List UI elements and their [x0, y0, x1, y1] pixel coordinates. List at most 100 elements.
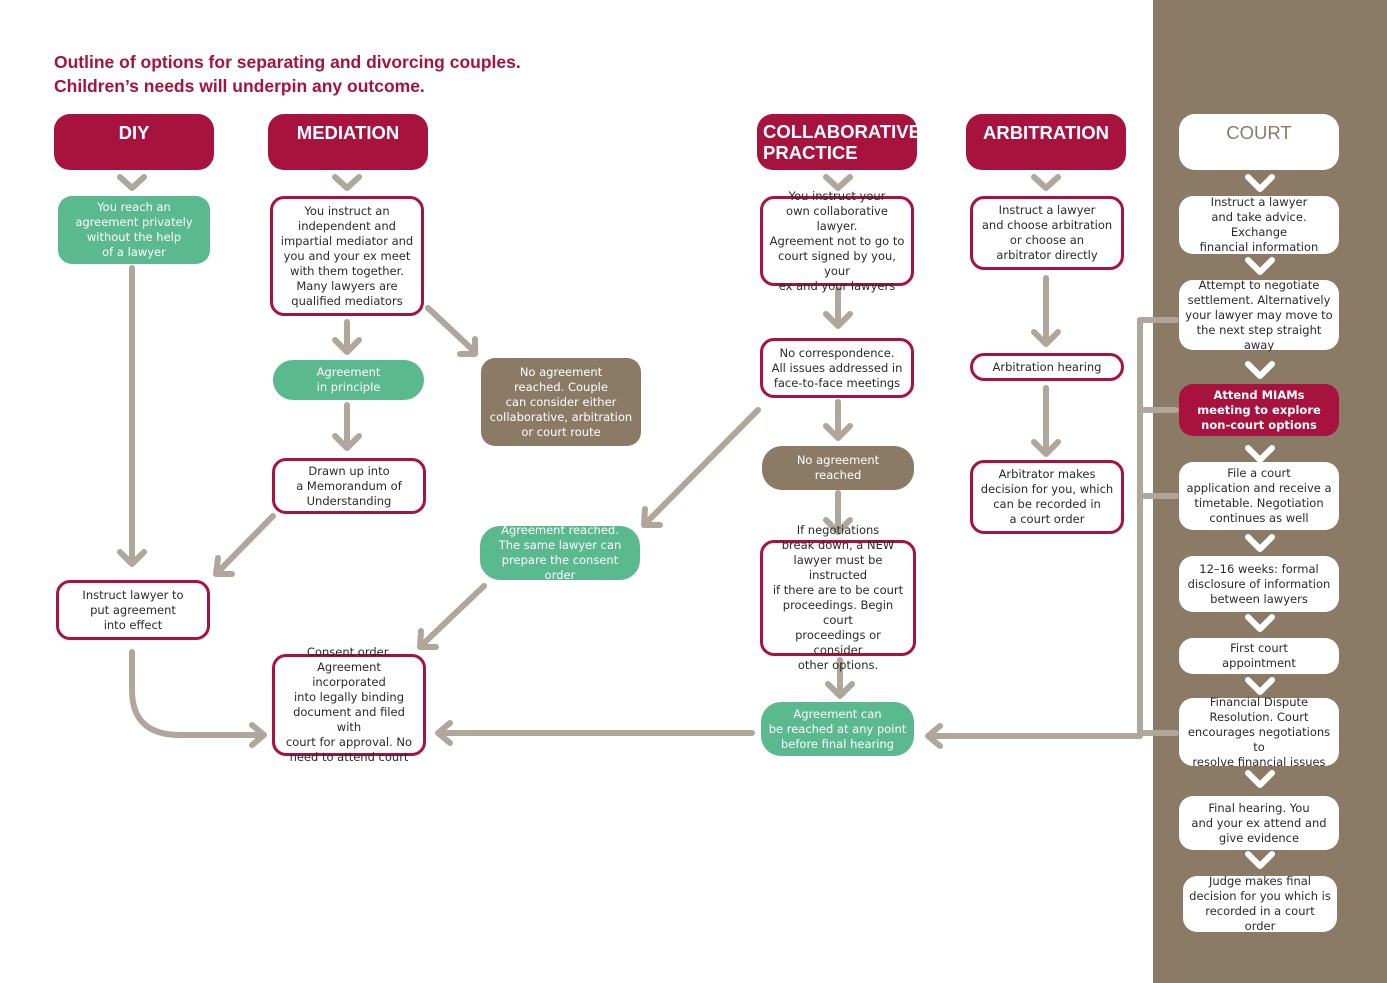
box-text-line: ex and your lawyers: [778, 278, 896, 293]
box-text-line: and take advice. Exchange: [1211, 210, 1307, 239]
box-text-line: Agreement: [316, 365, 381, 379]
box-text-line: own collaborative lawyer.: [786, 203, 888, 233]
box-text-line: Attend MIAMs: [1213, 387, 1305, 402]
box-text-line: or choose an: [1009, 233, 1085, 247]
box-text-line: arbitrator directly: [996, 248, 1098, 262]
arrow-memo-to-instruct: [215, 513, 276, 575]
arrow-diy-to-consent: [129, 649, 265, 738]
box-text-line: give evidence: [1218, 830, 1300, 845]
chevron-down-icon: [823, 174, 853, 191]
box-text-line: face-to-face meetings: [773, 375, 901, 390]
box-text-line: reached. Couple: [514, 379, 608, 394]
box-text-line: COURT: [1226, 122, 1292, 143]
box-text-line: meeting to explore: [1197, 402, 1321, 417]
box-text-line: can consider either: [505, 394, 617, 409]
box-text-line: proceedings or consider: [795, 628, 881, 657]
box-text-line: Many lawyers are: [296, 278, 398, 293]
box-text-line: you and your ex meet: [283, 248, 411, 263]
chevron-down-icon: [1245, 257, 1275, 275]
arrowhead-icon: [823, 423, 853, 441]
box-text-line: Instruct a lawyer: [1210, 195, 1308, 209]
box-text-line: disclosure of information: [1187, 576, 1331, 591]
box-text-line: Agreement can: [793, 706, 882, 721]
box-text-line: PRACTICE: [763, 142, 858, 163]
box-text-line: or court route: [521, 424, 601, 439]
box-text-line: other options.: [797, 658, 879, 672]
box-text-line: Understanding: [306, 493, 392, 508]
box-text-line: document and filed with: [293, 705, 405, 734]
box-text-line: Resolution. Court: [1209, 709, 1309, 724]
arrowhead-icon: [213, 555, 235, 577]
box-text-line: 12–16 weeks: formal: [1199, 561, 1319, 576]
box-text-line: continues as well: [1209, 511, 1309, 525]
box-text-line: proceedings. Begin court: [782, 598, 894, 627]
box-text-line: can be recorded in: [993, 497, 1101, 511]
header-collaborative-practice: COLLABORATIVE PRACTICE: [757, 114, 921, 170]
box-text-line: the next step straight away: [1196, 322, 1322, 352]
box-text-line: without the help: [86, 230, 182, 244]
box-text-line: First court: [1230, 641, 1288, 655]
box-text-line: between lawyers: [1210, 591, 1308, 606]
chevron-down-icon: [1245, 174, 1275, 192]
box-text-line: Final hearing. You: [1208, 800, 1310, 815]
box-text-line: application and receive a: [1186, 481, 1332, 495]
box-text-line: No agreement: [519, 364, 603, 379]
chevron-down-icon: [1245, 770, 1275, 788]
box-text-line: resolve financial issues: [1192, 754, 1326, 769]
chevron-down-icon: [1245, 361, 1275, 379]
arrowhead-icon: [641, 506, 663, 528]
chevron-down-icon: [1245, 851, 1275, 869]
box-text-line: Agreement reached.: [501, 523, 619, 537]
box-text-line: Arbitrator makes: [998, 467, 1096, 481]
chevron-down-icon: [1031, 174, 1061, 191]
box-text-line: You instruct your: [788, 188, 886, 203]
box-text-line: The same lawyer can: [498, 538, 622, 552]
box-text-line: collaborative, arbitration: [489, 409, 633, 424]
box-text-line: Drawn up into: [308, 463, 390, 478]
box-text-line: need to attend court: [289, 750, 409, 764]
box-text-line: Agreement not to go to: [769, 233, 905, 248]
arrowhead-icon: [823, 517, 853, 535]
box-text-line: decision for you, which: [980, 482, 1114, 496]
box-text-line: reached: [814, 468, 862, 482]
box-text-line: Consent order.: [306, 645, 392, 659]
box-text-line: of a lawyer: [102, 245, 166, 259]
box-text-line: Judge makes final: [1208, 874, 1311, 888]
arrowhead-icon: [249, 722, 267, 748]
box-text-line: MEDIATION: [296, 122, 400, 143]
box-text-line: agreement privately: [75, 215, 193, 229]
title-line-2: Children’s needs will underpin any outco…: [54, 76, 425, 96]
box-text-line: into legally binding: [293, 690, 405, 704]
box-text-line: Agreement incorporated: [312, 660, 386, 689]
court-bracket: [1137, 317, 1179, 736]
box-text-line: Instruct a lawyer: [998, 203, 1096, 217]
chevron-down-icon: [117, 174, 147, 191]
box-text-line: a court order: [1009, 512, 1085, 526]
box-text-line: impartial mediator and: [280, 233, 414, 248]
box-text-line: prepare the consent order: [501, 553, 619, 582]
box-text-line: court signed by you, your: [778, 248, 896, 278]
box-text-line: decision for you which is: [1189, 889, 1331, 903]
arrowhead-icon: [417, 628, 439, 650]
chevron-down-icon: [1245, 614, 1275, 632]
box-text-line: a Memorandum of: [296, 478, 402, 493]
arrowhead-icon: [332, 433, 362, 451]
arrow-nocorr-to-reached: [643, 407, 761, 526]
box-text-line: No correspondence.: [779, 345, 895, 360]
box-text-line: be reached at any point: [768, 721, 907, 736]
